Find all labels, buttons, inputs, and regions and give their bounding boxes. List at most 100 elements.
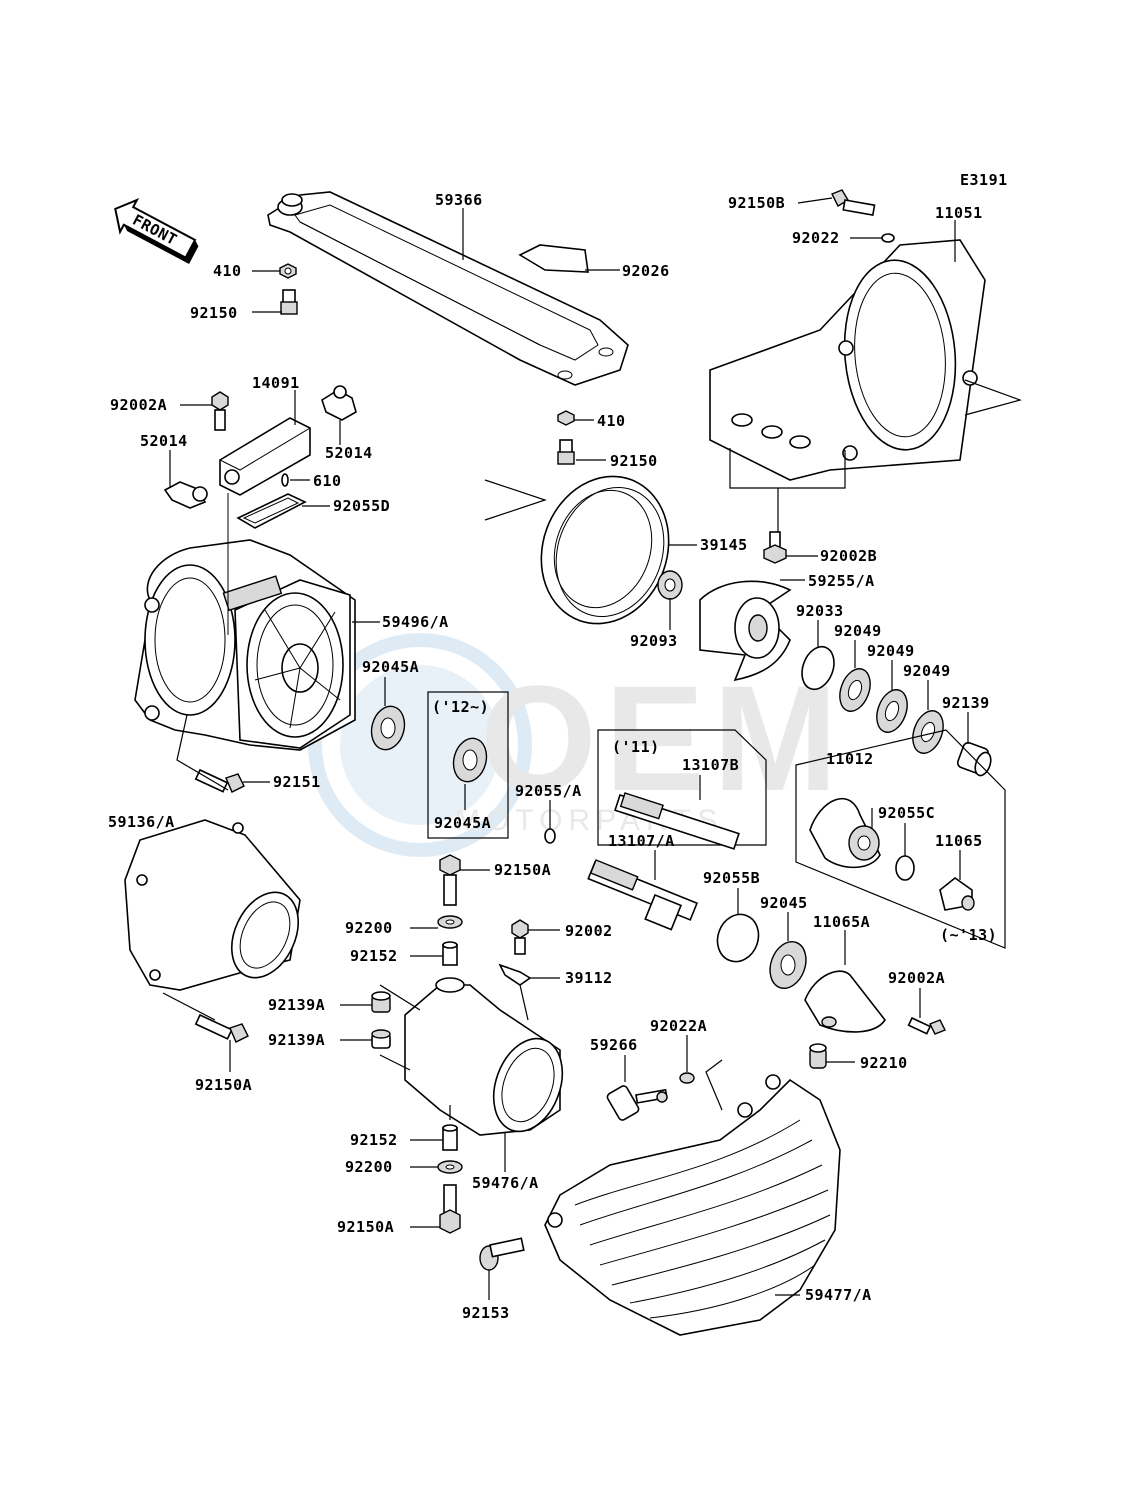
bolt-92002B [763,531,787,564]
elbow-52014-right [321,385,357,421]
bolt-92150A-c [194,1013,249,1043]
leader-lines [169,197,969,1300]
label-92002: 92002 [565,922,613,940]
plug-11065 [939,876,975,911]
bolt-92150B [831,189,876,216]
cap-11012 [809,797,881,869]
label-14091: 14091 [252,374,300,392]
reverse-bucket-59477A [544,1074,841,1336]
oring-92055C [895,855,915,881]
label-52014-a: 52014 [140,432,188,450]
label-59255A: 59255/A [808,572,875,590]
label-92045: 92045 [760,894,808,912]
front-arrow-icon: FRONT [114,198,199,264]
elbow-52014-left [163,481,208,509]
label-92049-c: 92049 [903,662,951,680]
label-92150A-b: 92150A [337,1218,394,1236]
part-labels: 59366 92150B 11051 92022 92026 410 92150… [108,191,990,1322]
label-92150-b: 92150 [610,452,658,470]
diagram-code: E3191 [960,171,1008,189]
label-52014-b: 52014 [325,444,373,462]
label-92150B: 92150B [728,194,785,212]
label-92055D: 92055D [333,497,390,515]
impeller-59255A [699,580,792,682]
label-39112: 39112 [565,969,613,987]
oring-610 [281,473,289,487]
label-92200-b: 92200 [345,1158,393,1176]
seal-92093 [657,570,683,600]
label-59266: 59266 [590,1036,638,1054]
label-92093: 92093 [630,632,678,650]
label-92055C: 92055C [878,804,935,822]
label-11051: 11051 [935,204,983,222]
label-92055A: 92055/A [515,782,582,800]
bushing-92139A-a [371,991,391,1013]
bolt-92210 [809,1043,827,1069]
steering-nozzle-59476A [404,977,564,1136]
label-92049-b: 92049 [867,642,915,660]
label-92139A-a: 92139A [268,996,325,1014]
collar-92152 [442,941,458,966]
liner-39145 [540,475,670,625]
nozzle-59136A [124,819,301,991]
bolt-92150-b [557,439,575,465]
watermark-brand: OEM [480,654,846,822]
label-59496A: 59496/A [382,613,449,631]
label-92200-a: 92200 [345,919,393,937]
label-11065A: 11065A [813,913,870,931]
washer-92022A [679,1072,695,1084]
group-13-box: (~'13) [795,729,1006,949]
bolt-92150A-b [439,1184,461,1234]
seal-92049-b [876,689,908,733]
label-410-b: 410 [597,412,626,430]
label-92153: 92153 [462,1304,510,1322]
label-11065: 11065 [935,832,983,850]
lever-39112 [498,963,532,986]
label-59477A: 59477/A [805,1286,872,1304]
washer-92022 [881,233,895,243]
label-92002A-a: 92002A [110,396,167,414]
label-92151: 92151 [273,773,321,791]
oring-92055B [716,913,760,963]
group-12-box: ('12~) [427,691,509,839]
pump-bracket-11051 [709,239,986,481]
label-92022A: 92022A [650,1017,707,1035]
bushing-92139A-b [371,1029,391,1049]
bolt-92002A-b [907,1016,946,1035]
label-92045A-a: 92045A [362,658,419,676]
label-92033: 92033 [796,602,844,620]
label-92055B: 92055B [703,869,760,887]
group-12-label: ('12~) [432,698,489,716]
pivot-59266 [606,1085,668,1121]
label-13107A: 13107/A [608,832,675,850]
label-59136A: 59136/A [108,813,175,831]
seal-92049-a [839,668,871,712]
nut-410 [279,263,297,279]
watermark-globe-icon [308,633,532,857]
seal-92049-c [912,710,944,754]
bearing-92045A-b [452,737,488,783]
gasket-92055D [236,493,307,529]
label-92210: 92210 [860,1054,908,1072]
shaft-13107A [587,859,699,931]
oring-92055A [544,828,556,844]
shaft-13107B [614,792,740,850]
label-92139: 92139 [942,694,990,712]
label-92049-a: 92049 [834,622,882,640]
bolt-92153 [479,1237,525,1271]
group-13-label: (~'13) [940,926,997,944]
watermark: OEM MOTORPARTS [308,633,846,857]
label-410-a: 410 [213,262,242,280]
label-92002B: 92002B [820,547,877,565]
label-11012: 11012 [826,750,874,768]
label-39145: 39145 [700,536,748,554]
label-59366: 59366 [435,191,483,209]
bolt-92150A [439,854,461,906]
label-92002A-b: 92002A [888,969,945,987]
label-92045A-b: 92045A [434,814,491,832]
label-92026: 92026 [622,262,670,280]
pump-case-59496A [134,539,356,751]
bolt-92002 [511,919,529,955]
bolt-92151 [194,768,245,793]
